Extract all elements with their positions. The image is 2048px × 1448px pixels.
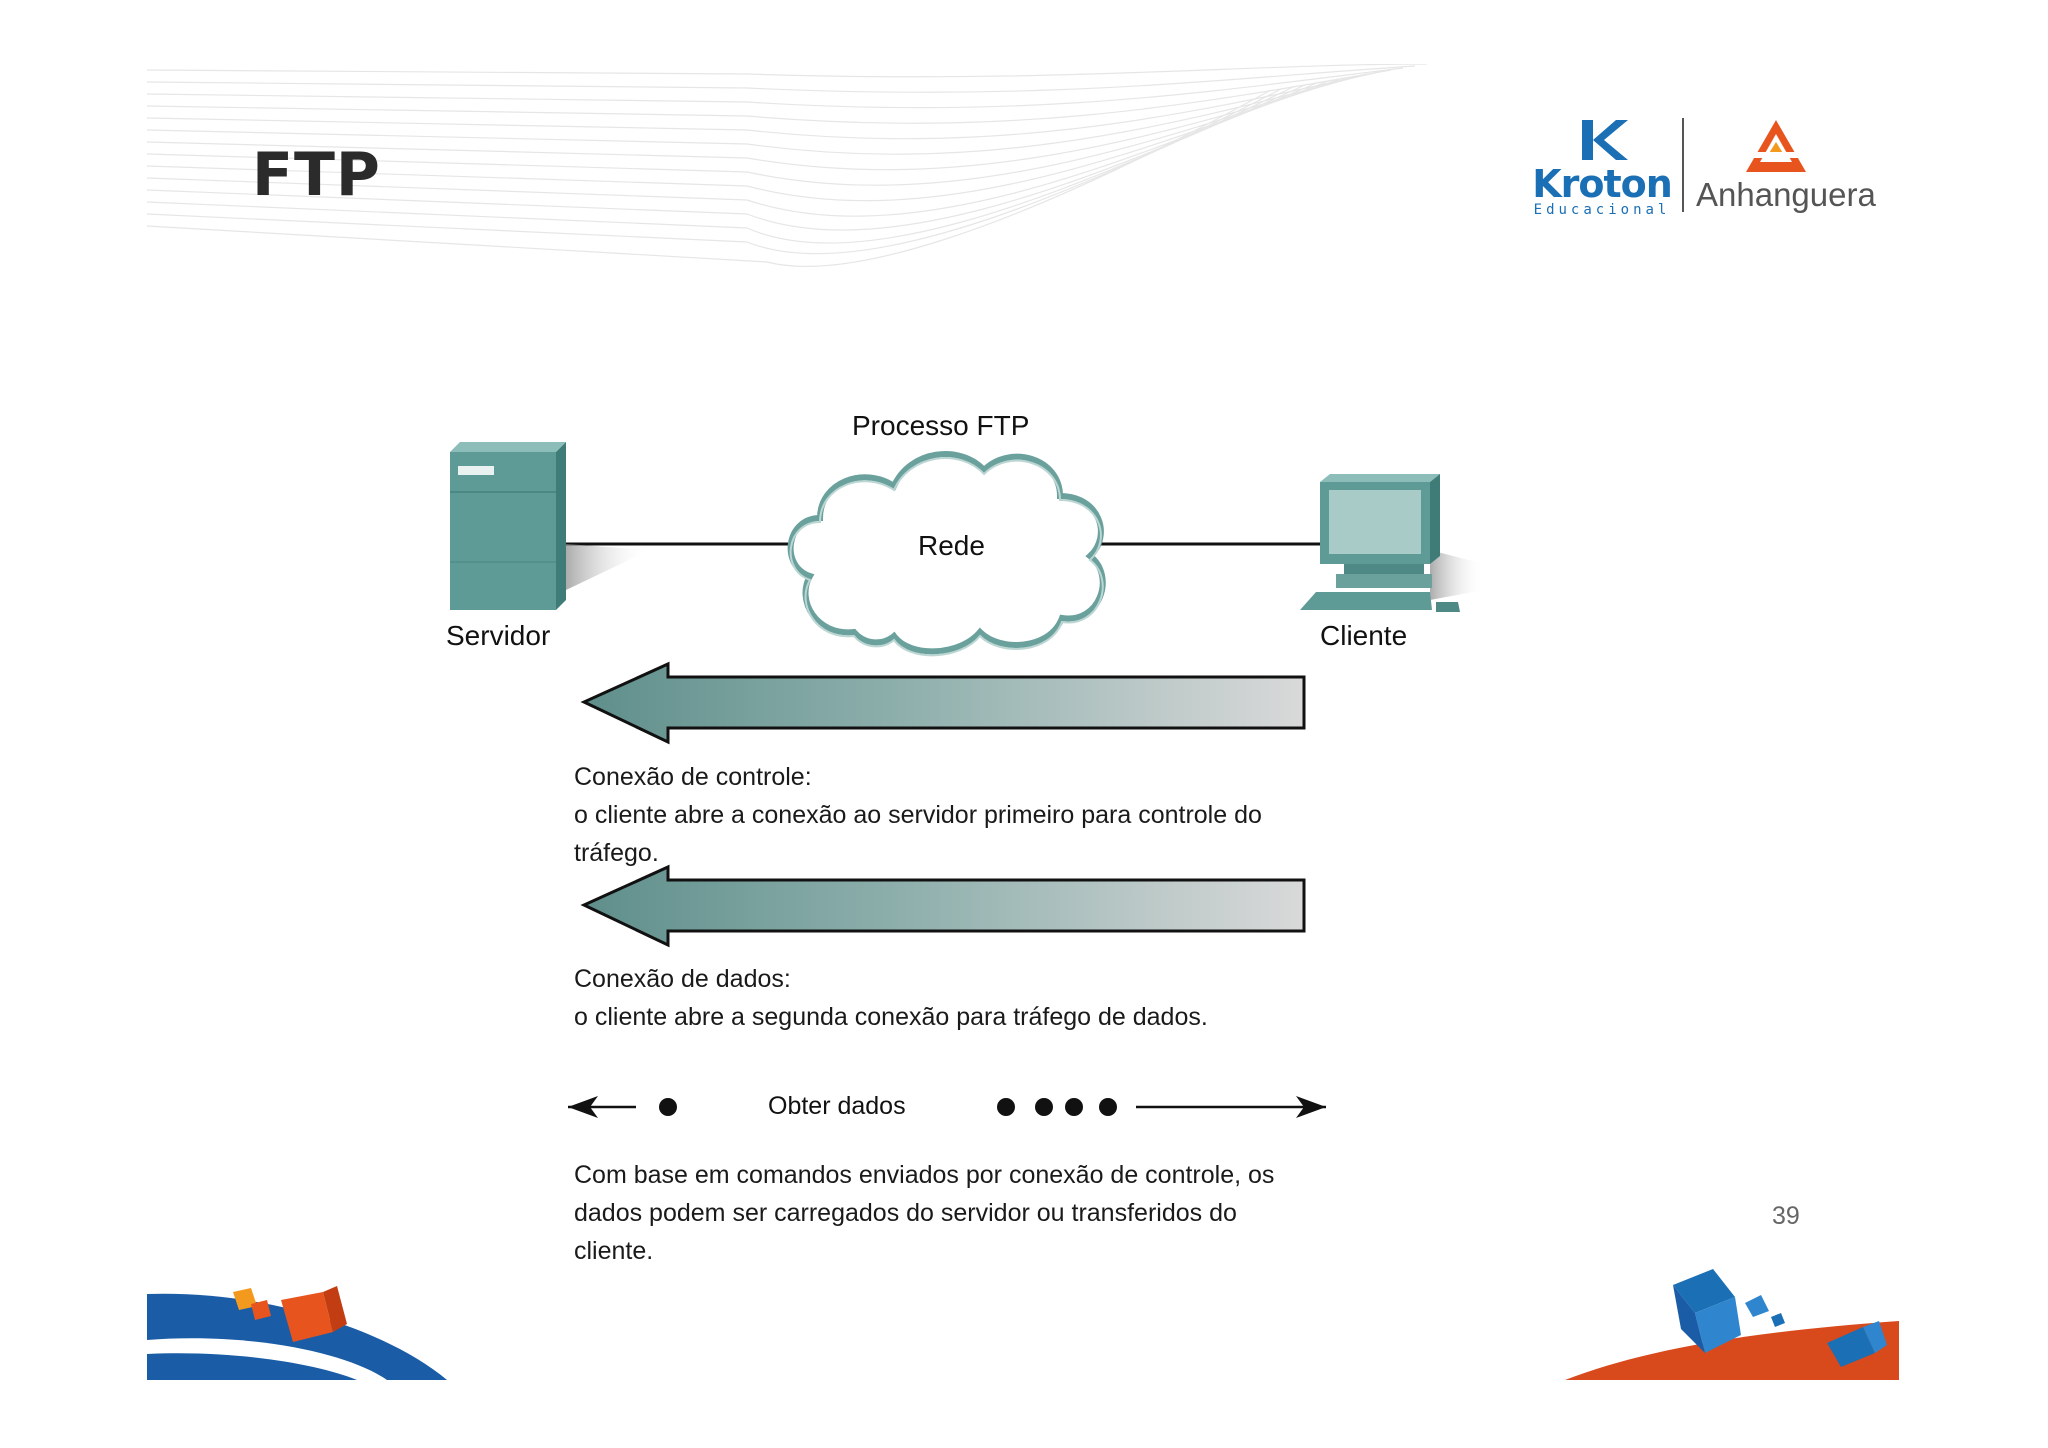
client-computer-icon xyxy=(1300,474,1484,612)
data-connection-arrow xyxy=(580,864,1306,948)
get-data-line xyxy=(568,1096,1326,1118)
get-data-description: Com base em comandos enviados por conexã… xyxy=(574,1156,1274,1270)
anhanguera-triangle-icon xyxy=(1746,120,1806,172)
ftp-diagram: Processo FTP Rede Servidor Cliente Conex… xyxy=(440,400,1500,1280)
kroton-logo: Kroton Educacional xyxy=(1532,118,1673,218)
control-connection-line: tráfego. xyxy=(574,839,659,867)
anhanguera-logo: Anhanguera xyxy=(1696,118,1876,218)
control-connection-arrow xyxy=(580,661,1306,745)
left-arrowhead-icon xyxy=(568,1096,598,1118)
kroton-wordmark: Kroton xyxy=(1532,162,1673,206)
anhanguera-wordmark: Anhanguera xyxy=(1696,176,1876,213)
data-dot xyxy=(1065,1098,1083,1116)
server-label: Servidor xyxy=(446,620,551,651)
data-dot xyxy=(1099,1098,1117,1116)
network-label: Rede xyxy=(918,530,985,561)
header-decoration xyxy=(147,64,1428,267)
page-number: 39 xyxy=(1772,1202,1800,1230)
right-arrowhead-icon xyxy=(1296,1096,1326,1118)
get-data-label: Obter dados xyxy=(768,1092,906,1120)
diagram-graphics xyxy=(450,442,1484,1118)
footer-left-decoration xyxy=(147,1286,447,1380)
data-dot xyxy=(997,1098,1015,1116)
get-data-description-line: Com base em comandos enviados por conexã… xyxy=(574,1161,1275,1189)
data-connection-heading: Conexão de dados: xyxy=(574,965,791,993)
footer-right-decoration xyxy=(1565,1269,1899,1380)
server-icon xyxy=(450,442,650,610)
client-label: Cliente xyxy=(1320,620,1408,651)
get-data-description-line: cliente. xyxy=(574,1237,654,1265)
kroton-subtitle: Educacional xyxy=(1533,202,1671,218)
network-cloud-icon xyxy=(787,451,1106,657)
data-dot xyxy=(1035,1098,1053,1116)
control-connection-line: o cliente abre a conexão ao servidor pri… xyxy=(574,801,1262,829)
data-connection-line: o cliente abre a segunda conexão para tr… xyxy=(574,1003,1208,1031)
control-connection-text: Conexão de controle: o cliente abre a co… xyxy=(574,758,1262,872)
process-label: Processo FTP xyxy=(852,410,1030,441)
kroton-k-icon xyxy=(1582,120,1628,160)
data-connection-text: Conexão de dados: o cliente abre a segun… xyxy=(574,960,1208,1036)
slide-title: FTP xyxy=(252,140,381,210)
data-dot xyxy=(659,1098,677,1116)
control-connection-heading: Conexão de controle: xyxy=(574,763,812,791)
get-data-description-line: dados podem ser carregados do servidor o… xyxy=(574,1199,1237,1227)
logo-divider xyxy=(1682,118,1684,212)
